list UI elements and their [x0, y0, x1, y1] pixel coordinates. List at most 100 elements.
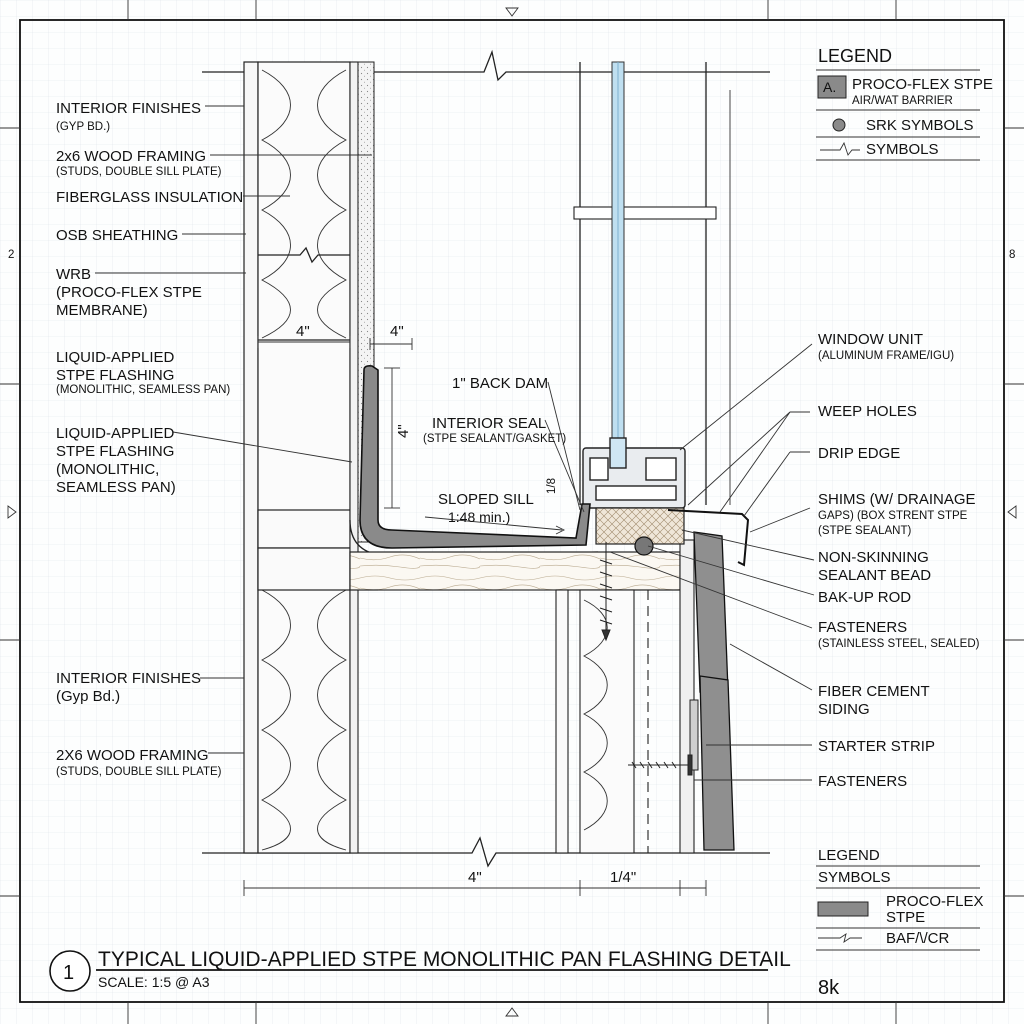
- left-leaders: [95, 105, 585, 754]
- label-interior-seal-sub: (STPE SEALANT/GASKET): [423, 433, 566, 445]
- label-liquid-flashing-a: LIQUID-APPLIED: [56, 349, 175, 366]
- dim-vertical: 4": [395, 424, 412, 438]
- legend-top-item1-sub: AIR/WAT BARRIER: [852, 95, 953, 107]
- label-liquid-flashing-b-line2: STPE FLASHING: [56, 443, 174, 460]
- bottom-break-line: [202, 836, 770, 868]
- rough-sill-plank: [349, 551, 681, 591]
- border-mark-right: 8: [1009, 249, 1015, 261]
- legend-top-heading: LEGEND: [818, 46, 892, 66]
- label-back-dam: 1" BACK DAM: [452, 375, 548, 392]
- label-fasteners: FASTENERS: [818, 619, 907, 636]
- detail-scale: SCALE: 1:5 @ A3: [98, 974, 210, 990]
- fastener-screw: [599, 542, 613, 642]
- label-wood-framing: 2x6 WOOD FRAMING: [56, 148, 206, 165]
- backer-rod: [634, 536, 654, 556]
- right-callouts: WINDOW UNIT (ALUMINUM FRAME/IGU) WEEP HO…: [818, 331, 980, 790]
- label-shims: SHIMS (W/ DRAINAGE: [818, 491, 976, 508]
- detail-number: 1: [63, 962, 74, 984]
- window-head-bar: [573, 206, 717, 220]
- label-liquid-flashing-b-line3: (MONOLITHIC,: [56, 461, 159, 478]
- dim-top-right: 4": [390, 323, 404, 340]
- dim-top-left: 4": [296, 323, 310, 340]
- label-osb-sheathing: OSB SHEATHING: [56, 227, 178, 244]
- legend-top-item2: SRK SYMBOLS: [866, 117, 974, 134]
- wall-break: [258, 246, 350, 264]
- label-fasteners-sub: (STAINLESS STEEL, SEALED): [818, 638, 980, 650]
- label-starter-strip: STARTER STRIP: [818, 738, 935, 755]
- label-wood-framing-sub: (STUDS, DOUBLE SILL PLATE): [56, 166, 222, 178]
- right-leaders: [609, 343, 815, 781]
- label-fasteners-2: FASTENERS: [818, 773, 907, 790]
- section-drawing: [202, 49, 770, 896]
- legend-bottom-heading: LEGEND: [818, 847, 880, 864]
- label-wood-framing-2-sub: (STUDS, DOUBLE SILL PLATE): [56, 766, 222, 778]
- sill-plate-1: [257, 509, 351, 549]
- label-shims-line2: GAPS) (BOX STRENT STPE: [818, 510, 968, 522]
- label-wrb-line3: MEMBRANE): [56, 302, 148, 319]
- pan-flashing-membrane: [359, 365, 591, 549]
- label-drip-edge: DRIP EDGE: [818, 445, 900, 462]
- detail-number-bubble: [49, 950, 91, 992]
- label-liquid-flashing-b: LIQUID-APPLIED: [56, 425, 175, 442]
- insulation-upper: [261, 69, 347, 339]
- label-fiberglass-insulation: FIBERGLASS INSULATION: [56, 189, 243, 206]
- legend-bottom-subheading: SYMBOLS: [818, 869, 891, 886]
- label-liquid-flashing-b-line4: SEAMLESS PAN): [56, 479, 176, 496]
- legend-bottom-item1-sub: STPE: [886, 909, 925, 926]
- label-interior-seal: INTERIOR SEAL: [432, 415, 546, 432]
- border-mark-left: 2: [8, 249, 14, 261]
- label-slope-tag: 1/8: [546, 478, 558, 494]
- legend-break-symbol: [820, 141, 860, 156]
- center-callouts: 1" BACK DAM INTERIOR SEAL (STPE SEALANT/…: [296, 323, 636, 886]
- label-window-unit: WINDOW UNIT: [818, 331, 923, 348]
- exterior-sheathing: [679, 539, 695, 854]
- fiber-cement-siding: [693, 531, 735, 851]
- label-weep-holes: WEEP HOLES: [818, 403, 917, 420]
- label-liquid-flashing-a-line2: STPE FLASHING: [56, 367, 174, 384]
- label-fiber-cement: FIBER CEMENT: [818, 683, 930, 700]
- label-interior-finishes-2-sub: (Gyp Bd.): [56, 688, 120, 705]
- legend-top: LEGEND A. PROCO-FLEX STPE AIR/WAT BARRIE…: [816, 46, 993, 161]
- label-wood-framing-2: 2X6 WOOD FRAMING: [56, 747, 209, 764]
- dim-bottom-gap: 1/4": [610, 869, 636, 886]
- sheet-border: [19, 19, 1005, 1003]
- title-block: 1 TYPICAL LIQUID-APPLIED STPE MONOLITHIC…: [49, 948, 840, 999]
- detail-title: TYPICAL LIQUID-APPLIED STPE MONOLITHIC P…: [98, 948, 791, 971]
- legend-bottom: LEGEND SYMBOLS PROCO-FLEX STPE BAF/\/CR: [816, 847, 984, 951]
- left-callouts: INTERIOR FINISHES (GYP BD.) 2x6 WOOD FRA…: [56, 100, 243, 778]
- legend-bottom-item1: PROCO-FLEX: [886, 893, 984, 910]
- window-frame: [582, 437, 686, 509]
- label-sloped-sill: SLOPED SILL: [438, 491, 534, 508]
- label-wrb: WRB: [56, 266, 91, 283]
- label-window-unit-sub: (ALUMINUM FRAME/IGU): [818, 350, 954, 362]
- legend-bottom-item2: BAF/\/CR: [886, 930, 950, 947]
- dim-bottom: 4": [468, 869, 482, 886]
- label-liquid-flashing-a-sub: (MONOLITHIC, SEAMLESS PAN): [56, 384, 230, 396]
- top-break-line: [202, 49, 770, 82]
- label-shims-line3: (STPE SEALANT): [818, 525, 911, 537]
- wood-framing-cavity: [257, 61, 351, 854]
- sill-plate-2: [257, 547, 351, 591]
- label-wrb-line2: (PROCO-FLEX STPE: [56, 284, 202, 301]
- label-fiber-cement-line2: SIDING: [818, 701, 870, 718]
- label-backup-rod: BAK-UP ROD: [818, 589, 911, 606]
- legend-top-item3: SYMBOLS: [866, 141, 939, 158]
- starter-strip: [689, 699, 699, 771]
- label-interior-finishes: INTERIOR FINISHES: [56, 100, 201, 117]
- osb-sheathing: [349, 61, 359, 854]
- legend-bottom-swatch: [817, 901, 869, 917]
- drip-edge: [667, 509, 750, 567]
- siding-nail: [628, 754, 693, 776]
- jamb-stud-left: [555, 589, 569, 854]
- legend-circle-symbol: [832, 118, 846, 132]
- label-interior-finishes-sub: (GYP BD.): [56, 121, 110, 133]
- legend-top-item1: PROCO-FLEX STPE: [852, 76, 993, 93]
- label-sealant-bead-line2: SEALANT BEAD: [818, 567, 931, 584]
- corner-note: 8k: [818, 977, 840, 999]
- interior-gyp-board: [243, 61, 259, 854]
- label-interior-finishes-2: INTERIOR FINISHES: [56, 670, 201, 687]
- label-sloped-sill-ratio: 1:48 min.): [448, 509, 510, 525]
- legend-membrane-swatch: [817, 75, 847, 99]
